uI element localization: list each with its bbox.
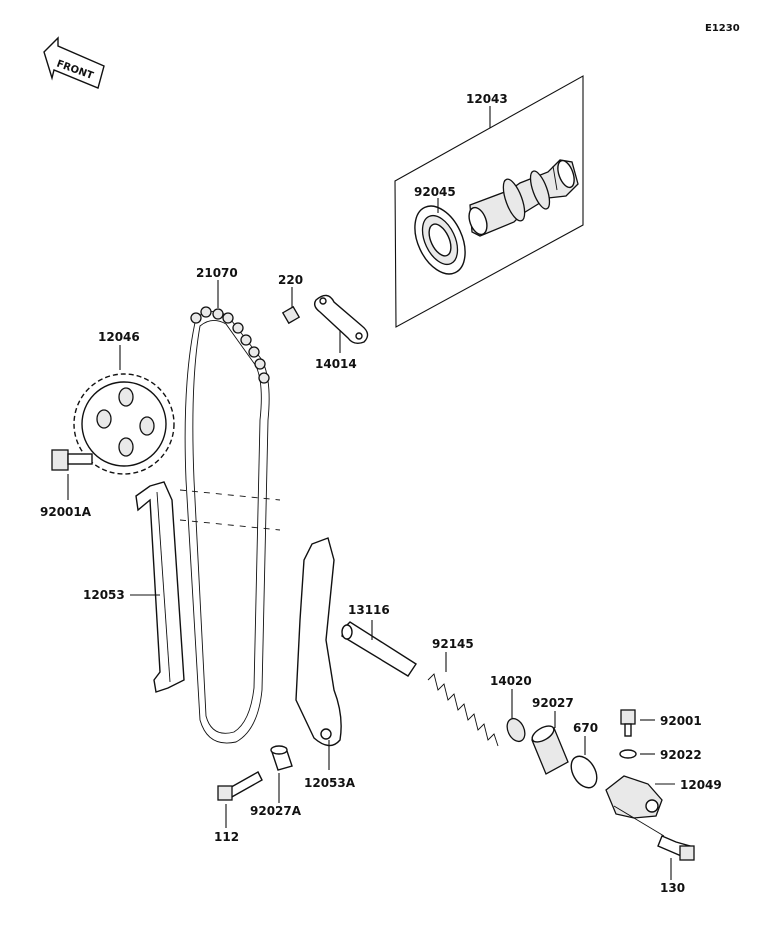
washer (619, 749, 655, 759)
label-92027: 92027 (532, 696, 574, 710)
tensioner-nut (506, 689, 526, 743)
guide-bolt (281, 287, 301, 325)
label-92022: 92022 (660, 748, 702, 762)
part-labels: 12043 92045 21070 220 14014 12046 92001A… (40, 92, 722, 895)
tensioner-body (605, 775, 675, 837)
label-14014: 14014 (315, 357, 357, 371)
label-670: 670 (573, 721, 598, 735)
cam-chain (179, 280, 281, 744)
chain-tensioner-guide (295, 537, 342, 770)
label-92027A: 92027A (250, 804, 302, 818)
label-12049: 12049 (680, 778, 722, 792)
tensioner-pin (341, 620, 417, 677)
tensioner-spring (427, 652, 499, 747)
front-direction-arrow: FRONT (43, 36, 105, 89)
tensioner-collar (531, 711, 569, 775)
label-92045: 92045 (414, 185, 456, 199)
label-14020: 14020 (490, 674, 532, 688)
diagram-reference: E1230 (705, 23, 740, 34)
label-12046: 12046 (98, 330, 140, 344)
camshaft-sprocket (73, 345, 175, 475)
label-92145: 92145 (432, 637, 474, 651)
chain-guide-left (130, 481, 185, 693)
guide-collar (270, 745, 293, 803)
label-13116: 13116 (348, 603, 390, 617)
camshaft-assembly-box (394, 75, 584, 328)
label-12053A: 12053A (304, 776, 356, 790)
label-12043: 12043 (466, 92, 508, 106)
label-21070: 21070 (196, 266, 238, 280)
label-92001: 92001 (660, 714, 702, 728)
tensioner-cap-bolt (620, 709, 655, 737)
chain-guide-bracket (313, 294, 369, 353)
camshaft (468, 159, 579, 237)
o-ring (570, 736, 598, 789)
label-92001A: 92001A (40, 505, 92, 519)
tensioner-mount-bolt (657, 835, 695, 880)
camshaft-bearing (414, 198, 466, 275)
label-12053: 12053 (83, 588, 125, 602)
guide-bolt-long (217, 771, 263, 828)
label-220: 220 (278, 273, 303, 287)
label-112: 112 (214, 830, 239, 844)
sprocket-bolt (51, 449, 93, 500)
label-130: 130 (660, 881, 685, 895)
